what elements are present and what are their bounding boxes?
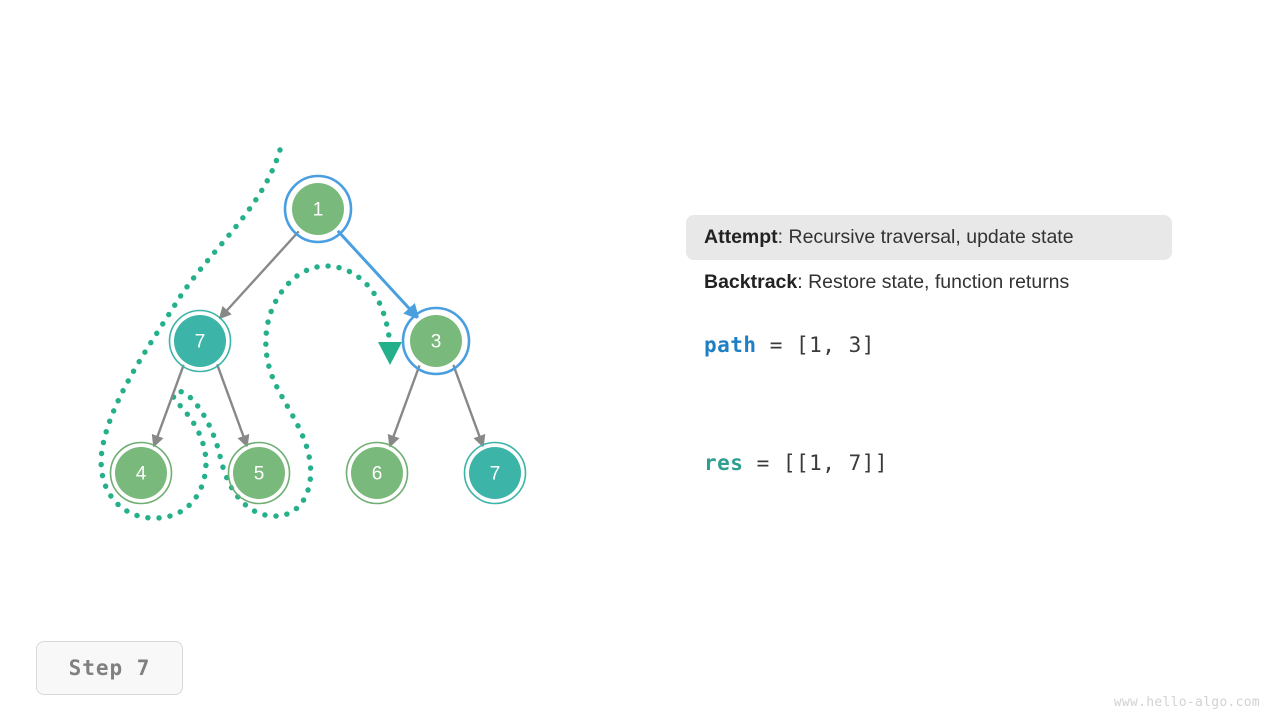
edge-1-3 [335, 228, 420, 320]
node-outline-ring [463, 441, 527, 505]
node-value: 4 [136, 464, 147, 485]
binary-tree-diagram: 1 7 3 4 5 6 7 [98, 147, 527, 521]
node-value: 3 [431, 332, 442, 353]
tree-node-1[interactable]: 1 [283, 174, 353, 244]
panel-spacer [686, 380, 1086, 426]
attempt-row: Attempt: Recursive traversal, update sta… [686, 215, 1172, 260]
backtrack-trail [98, 147, 402, 521]
node-outline-ring [109, 441, 173, 505]
tree-node-4[interactable]: 4 [109, 441, 173, 505]
node-value: 7 [195, 332, 206, 353]
res-variable-value: = [[1, 7]] [743, 451, 889, 475]
node-body [351, 447, 403, 499]
res-variable-row: res = [[1, 7]] [686, 440, 906, 486]
edge-3-6 [387, 363, 422, 448]
node-outline-ring [227, 441, 291, 505]
tree-edges [151, 228, 486, 448]
backtrack-label: Backtrack [704, 271, 798, 293]
backtrack-description: : Restore state, function returns [797, 271, 1070, 293]
node-outline-ring [345, 441, 409, 505]
node-selection-ring [283, 174, 353, 244]
trail-arrow-icon [378, 342, 402, 365]
res-variable-name: res [704, 451, 744, 475]
node-value: 6 [372, 464, 383, 485]
node-value: 7 [490, 464, 501, 485]
step-badge: Step 7 [36, 641, 183, 695]
node-body [115, 447, 167, 499]
step-badge-label: Step 7 [68, 656, 151, 680]
node-outline-ring [168, 309, 232, 373]
node-value: 1 [313, 200, 324, 221]
edge-7-4 [151, 363, 186, 448]
edge-7-5 [215, 363, 250, 448]
node-body [174, 315, 226, 367]
node-body [410, 315, 462, 367]
tree-node-7-right[interactable]: 7 [463, 441, 527, 505]
node-selection-ring [401, 306, 471, 376]
tree-node-7-left[interactable]: 7 [168, 309, 232, 373]
backtrack-row: Backtrack: Restore state, function retur… [686, 260, 1206, 305]
attempt-description: : Recursive traversal, update state [777, 226, 1074, 248]
node-body [233, 447, 285, 499]
tree-node-6[interactable]: 6 [345, 441, 409, 505]
attempt-text: Attempt: Recursive traversal, update sta… [704, 226, 1074, 249]
path-variable-row: path = [1, 3] [686, 322, 893, 368]
node-value: 5 [254, 464, 265, 485]
path-variable-name: path [704, 333, 757, 357]
backtrack-text: Backtrack: Restore state, function retur… [704, 271, 1069, 294]
attempt-label: Attempt [704, 226, 778, 248]
site-watermark: www.hello-algo.com [1113, 695, 1260, 710]
tree-node-5[interactable]: 5 [227, 441, 291, 505]
state-info-panel: Attempt: Recursive traversal, update sta… [686, 215, 1206, 305]
tree-node-3[interactable]: 3 [401, 306, 471, 376]
path-variable-value: = [1, 3] [756, 333, 875, 357]
node-body [469, 447, 521, 499]
edge-1-7 [218, 229, 301, 320]
edge-3-7 [451, 363, 486, 448]
node-body [292, 183, 344, 235]
